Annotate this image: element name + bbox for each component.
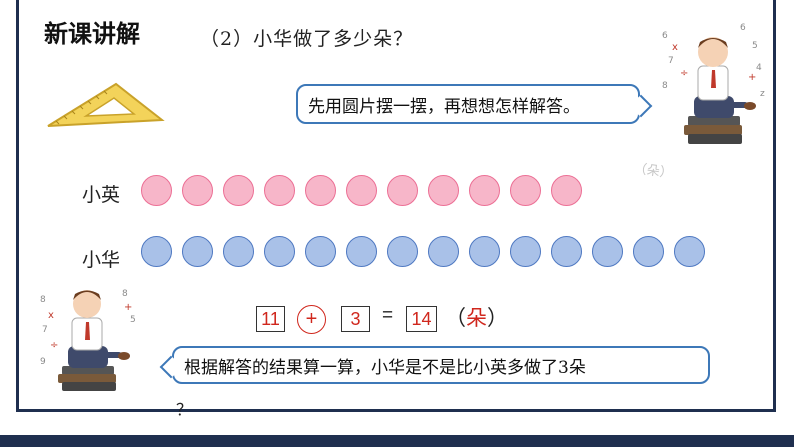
svg-text:8: 8 <box>662 81 668 91</box>
counter-circle-pink <box>182 175 213 206</box>
equation-unit: （朵） <box>445 302 508 332</box>
unit-text: 朵 <box>466 306 487 330</box>
unit-open-paren: （ <box>445 306 466 330</box>
svg-text:9: 9 <box>40 357 46 367</box>
frame-right-border <box>773 0 776 412</box>
counter-circle-pink <box>346 175 377 206</box>
counter-circle-blue <box>551 236 582 267</box>
counter-circle-blue <box>674 236 705 267</box>
counter-circle-pink <box>428 175 459 206</box>
hint-text-bottom: 根据解答的结果算一算，小华是不是比小英多做了3朵 <box>184 357 586 378</box>
row-label-xiaoying: 小英 <box>82 184 121 206</box>
svg-text:8: 8 <box>40 295 46 305</box>
counter-circle-pink <box>510 175 541 206</box>
hint-bubble-bottom: 根据解答的结果算一算，小华是不是比小英多做了3朵 <box>172 346 710 384</box>
counter-circle-blue <box>182 236 213 267</box>
equation-result: 14 <box>406 306 437 332</box>
equation-operand-b: 3 <box>341 306 370 332</box>
counter-circle-blue <box>346 236 377 267</box>
bottom-band <box>0 412 794 447</box>
hint-trailing-question-mark: ？ <box>176 400 193 419</box>
svg-text:÷: ÷ <box>680 68 688 79</box>
counter-circle-pink <box>264 175 295 206</box>
counter-circle-blue <box>469 236 500 267</box>
unit-close-paren: ） <box>487 306 508 330</box>
counter-circle-blue <box>305 236 336 267</box>
student-sitting-on-books-icon: 8 7 9 8 5 x + ÷ <box>38 282 148 398</box>
hint-text-top: 先用圆片摆一摆，再想想怎样解答。 <box>308 96 580 117</box>
svg-text:6: 6 <box>740 23 746 33</box>
counter-circle-pink <box>469 175 500 206</box>
counter-circle-pink <box>223 175 254 206</box>
svg-text:z: z <box>760 89 765 99</box>
equation-operand-a: 11 <box>256 306 285 332</box>
hint-bubble-top: 先用圆片摆一摆，再想想怎样解答。 <box>296 84 640 124</box>
equation-equals-sign: = <box>382 305 394 326</box>
set-square-ruler-icon <box>46 82 166 136</box>
svg-text:7: 7 <box>668 56 674 66</box>
frame-left-border <box>16 0 19 412</box>
counter-circle-pink <box>551 175 582 206</box>
counter-circle-blue <box>141 236 172 267</box>
svg-text:7: 7 <box>42 325 48 335</box>
equation-plus-sign: + <box>297 305 326 334</box>
svg-text:6: 6 <box>662 31 668 41</box>
svg-text:x: x <box>48 310 54 321</box>
svg-text:÷: ÷ <box>50 340 58 351</box>
svg-text:5: 5 <box>752 41 758 51</box>
row-label-xiaohua: 小华 <box>82 249 121 271</box>
counter-circle-blue <box>264 236 295 267</box>
svg-text:x: x <box>672 42 678 53</box>
svg-text:4: 4 <box>756 63 762 73</box>
svg-text:8: 8 <box>122 289 128 299</box>
svg-text:5: 5 <box>130 315 136 325</box>
counter-circle-blue <box>633 236 664 267</box>
page-title: 新课讲解 <box>44 20 140 48</box>
svg-text:+: + <box>748 72 756 83</box>
counter-circle-blue <box>387 236 418 267</box>
counter-circle-blue <box>592 236 623 267</box>
question-text: （2）小华做了多少朵？ <box>200 28 414 50</box>
counter-circle-blue <box>223 236 254 267</box>
svg-text:+: + <box>124 302 132 313</box>
frame-bottom-border <box>16 409 776 412</box>
counter-circle-blue <box>428 236 459 267</box>
counter-circle-pink <box>141 175 172 206</box>
counter-circle-pink <box>305 175 336 206</box>
counter-circle-blue <box>510 236 541 267</box>
counter-circle-pink <box>387 175 418 206</box>
